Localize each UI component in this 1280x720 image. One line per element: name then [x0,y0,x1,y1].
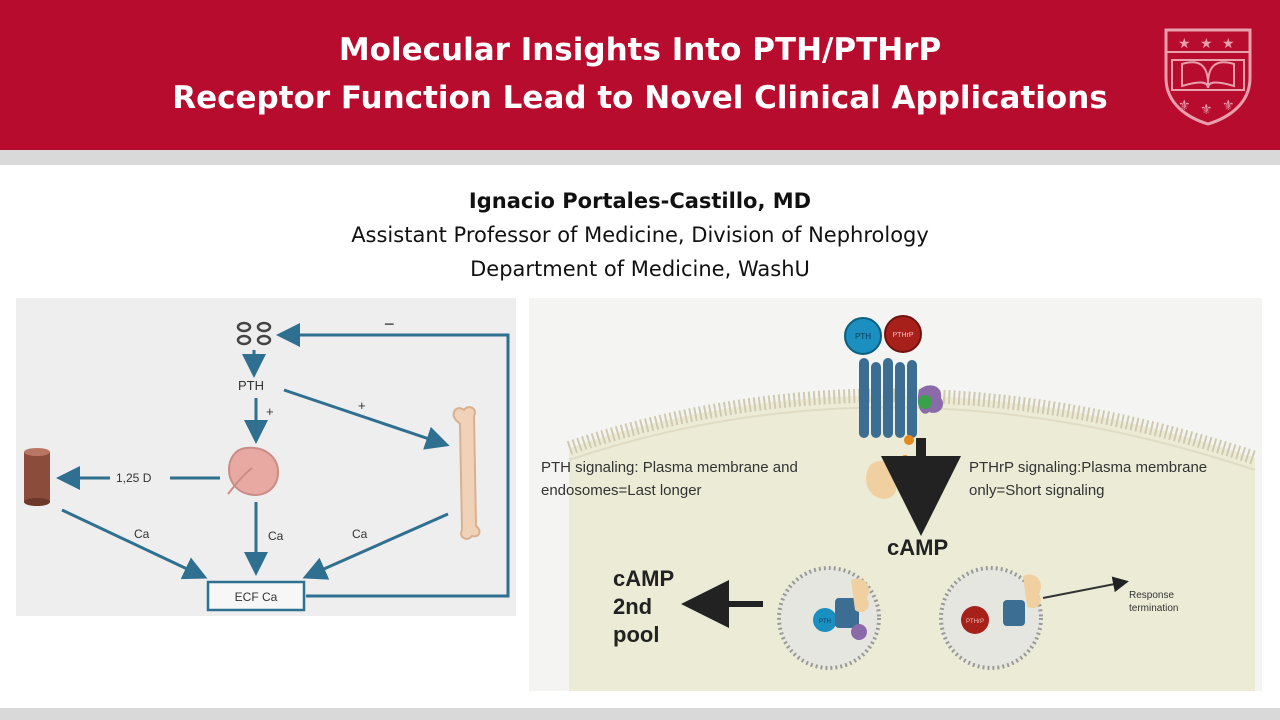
minus-label: − [384,314,395,334]
svg-text:PTHrP: PTHrP [966,619,984,625]
slide-title: Molecular Insights Into PTH/PTHrP Recept… [80,26,1200,122]
parathyroid-glands-icon [236,321,272,346]
svg-text:⚜: ⚜ [1222,97,1235,113]
plus-bone-label: + [358,398,366,413]
negative-feedback-arrow [276,323,510,598]
pth-endosome-icon: PTH [777,566,881,670]
pth-signaling-line2: endosomes=Last longer [541,482,702,499]
svg-text:⚜: ⚜ [1200,101,1213,117]
svg-text:★: ★ [1178,35,1191,51]
pth-ligand-icon [844,317,882,355]
svg-text:★: ★ [1200,35,1213,51]
svg-text:PTH: PTH [819,619,831,625]
receptor-signaling-diagram: PTH PTHrP cAMP PTH signaling: Plasma mem… [529,298,1262,691]
cell-interior [569,395,1255,691]
speaker-info: Ignacio Portales-Castillo, MD Assistant … [0,184,1280,286]
pth-signaling-line1: PTH signaling: Plasma membrane and [541,459,798,476]
calcium-regulation-diagram: − PTH + + 1,25 D Ca Ca Ca ECF Ca [16,298,516,616]
ecf-ca-box [206,580,306,612]
svg-text:★: ★ [1222,35,1235,51]
response-line2: termination [1129,603,1178,614]
kidney-icon [227,446,280,496]
pthrp-signaling-line1: PTHrP signaling:Plasma membrane [969,459,1207,476]
washu-shield-logo: ★ ★ ★ ⚜ ⚜ ⚜ [1164,28,1252,126]
response-line1: Response [1129,590,1174,601]
title-line-1: Molecular Insights Into PTH/PTHrP [338,32,942,68]
pthrp-signaling-line2: only=Short signaling [969,482,1105,499]
title-banner: Molecular Insights Into PTH/PTHrP Recept… [0,0,1280,150]
camp-label: cAMP [887,535,948,560]
bone-icon [452,406,481,540]
camp-second-pool-line1: cAMP [613,566,674,591]
camp-second-pool-line2: 2nd [613,594,652,619]
pthrp-endosome-icon: PTHrP [939,566,1043,670]
camp-second-pool-line3: pool [613,622,659,647]
intestine-icon [24,448,50,506]
plus-kidney-label: + [266,404,274,419]
speaker-title: Assistant Professor of Medicine, Divisio… [351,223,929,247]
footer-divider [0,708,1280,720]
svg-text:PTH: PTH [855,332,871,341]
ca-kidney-label: Ca [268,529,284,543]
speaker-department: Department of Medicine, WashU [470,257,810,281]
response-termination-arrow [1042,576,1129,599]
pth-label: PTH [238,378,264,393]
header-divider [0,150,1280,165]
ca-bone-label: Ca [352,527,368,541]
pthrp-ligand-icon [884,315,922,353]
ecf-ca-label: ECF Ca [235,590,278,604]
ca-intestine-label: Ca [134,527,150,541]
vitamin-d-label: 1,25 D [116,471,152,485]
speaker-name: Ignacio Portales-Castillo, MD [468,189,812,213]
svg-text:⚜: ⚜ [1178,97,1191,113]
title-line-2: Receptor Function Lead to Novel Clinical… [172,80,1108,116]
svg-text:PTHrP: PTHrP [893,332,914,339]
